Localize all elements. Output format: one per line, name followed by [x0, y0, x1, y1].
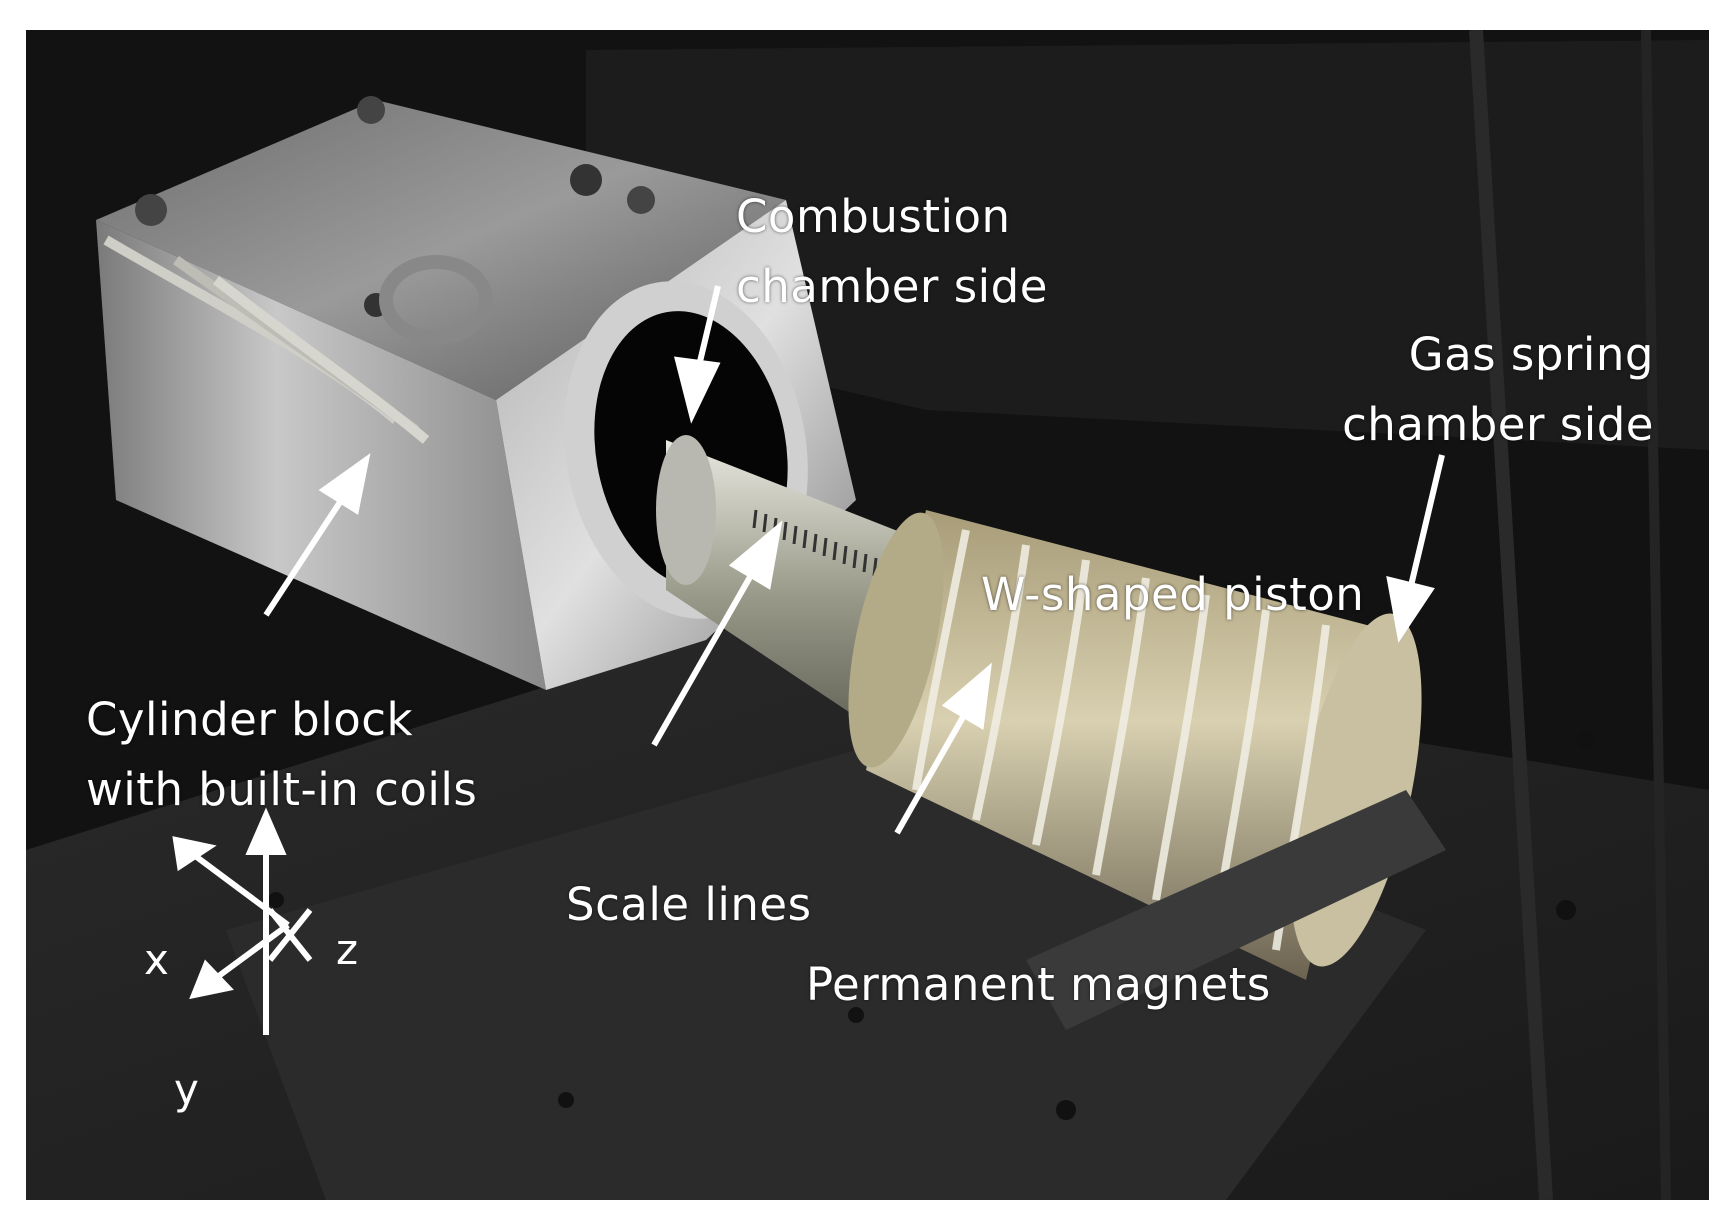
label-scale-lines: Scale lines — [566, 870, 812, 940]
label-piston-text: W-shaped piston — [981, 568, 1365, 621]
engine-photo-illustration — [26, 30, 1709, 1200]
axis-label-x: x — [144, 935, 169, 984]
label-gas-spring: Gas spring chamber side — [1284, 320, 1654, 460]
label-scale-text: Scale lines — [566, 878, 812, 931]
label-cylinder: Cylinder block with built-in coils — [86, 685, 477, 825]
label-magnets: Permanent magnets — [806, 950, 1271, 1020]
label-piston: W-shaped piston — [981, 560, 1364, 630]
engine-photo: Combustion chamber side Gas spring chamb… — [26, 30, 1709, 1200]
label-combustion: Combustion chamber side — [736, 182, 1048, 322]
label-gas-spring-line1: Gas spring — [1408, 328, 1654, 381]
label-combustion-line2: chamber side — [736, 260, 1048, 313]
axes-diagram — [172, 807, 313, 1035]
axis-label-y: y — [174, 1065, 199, 1114]
label-gas-spring-line2: chamber side — [1342, 398, 1654, 451]
label-magnets-text: Permanent magnets — [806, 958, 1271, 1011]
label-cylinder-line2: with built-in coils — [86, 763, 478, 816]
pointer-arrows — [263, 285, 1445, 835]
label-cylinder-line1: Cylinder block — [86, 693, 414, 746]
label-combustion-line1: Combustion — [736, 190, 1011, 243]
axis-label-z: z — [336, 925, 359, 974]
